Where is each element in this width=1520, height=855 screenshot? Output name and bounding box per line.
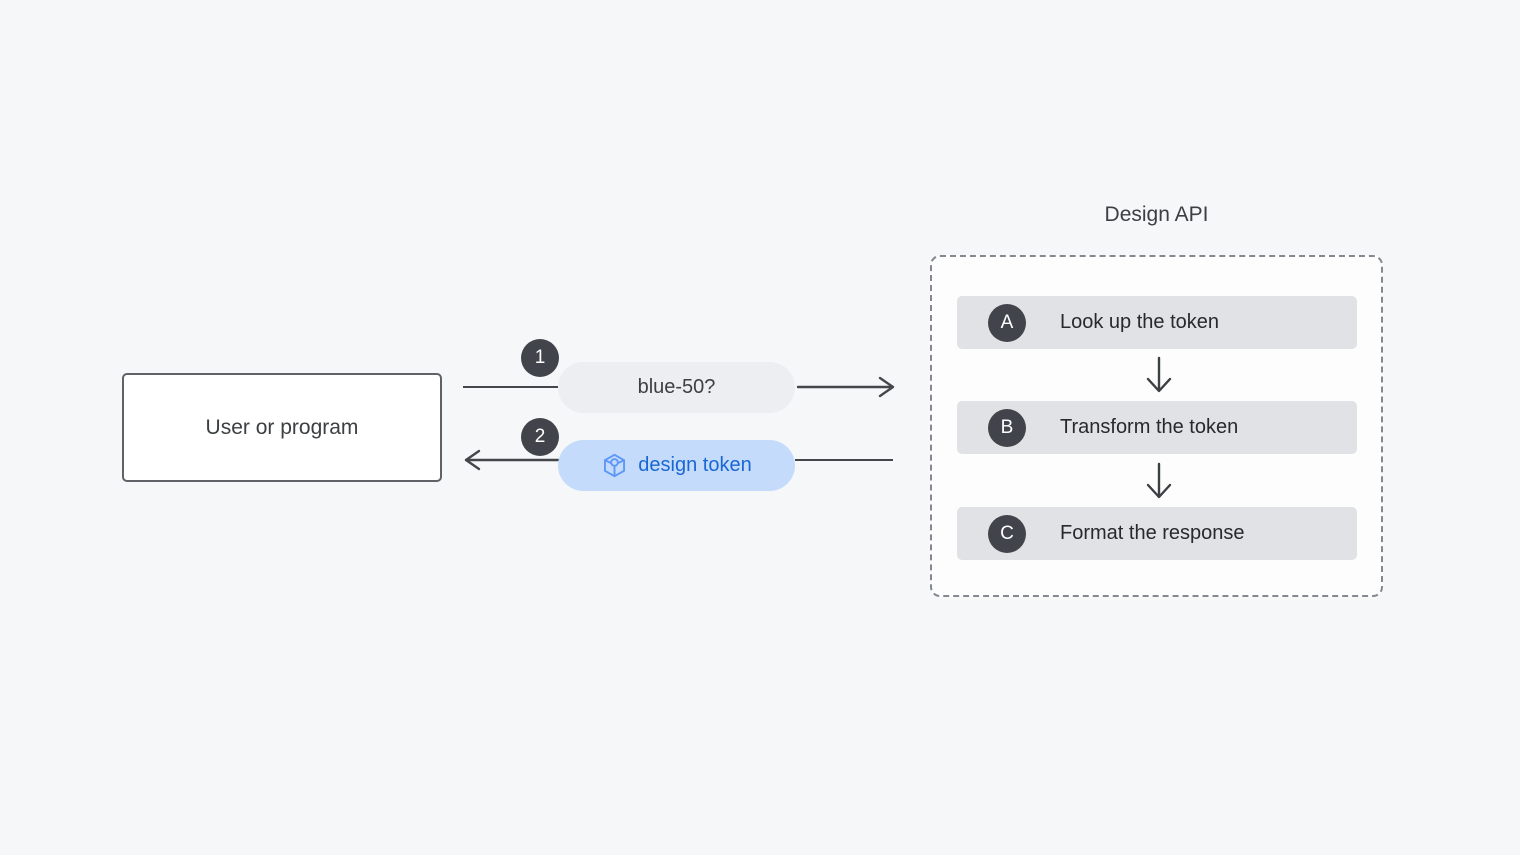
response-pill: design token: [558, 440, 795, 491]
request-pill: blue-50?: [558, 362, 795, 413]
api-step-transform: B Transform the token: [957, 401, 1357, 454]
step-c-badge: C: [988, 514, 1026, 553]
api-step-lookup: A Look up the token: [957, 296, 1357, 349]
api-step-format: C Format the response: [957, 507, 1357, 560]
design-api-title: Design API: [1104, 203, 1209, 226]
down-arrow-icon: [1146, 356, 1172, 393]
token-cube-icon: [604, 453, 626, 478]
step-b-badge: B: [988, 408, 1026, 447]
response-pill-label: design token: [638, 454, 752, 476]
step-b-label: Transform the token: [1060, 416, 1239, 438]
step-2-badge: 2: [521, 418, 559, 456]
response-line-right: [795, 459, 893, 461]
step-a-label: Look up the token: [1060, 311, 1220, 333]
step-1-badge: 1: [521, 339, 559, 377]
request-pill-label: blue-50?: [637, 376, 716, 398]
step-c-label: Format the response: [1060, 522, 1245, 544]
request-arrow-right: [796, 376, 895, 398]
user-or-program-box: User or program: [122, 373, 442, 482]
user-box-label: User or program: [205, 415, 359, 439]
step-1-number: 1: [534, 347, 546, 368]
response-arrow-left: [464, 449, 560, 471]
step-a-badge: A: [988, 303, 1026, 342]
down-arrow-icon: [1146, 462, 1172, 499]
step-2-number: 2: [534, 426, 546, 447]
request-line-left: [463, 386, 558, 388]
design-api-box: A Look up the token B Transform the toke…: [930, 255, 1383, 597]
